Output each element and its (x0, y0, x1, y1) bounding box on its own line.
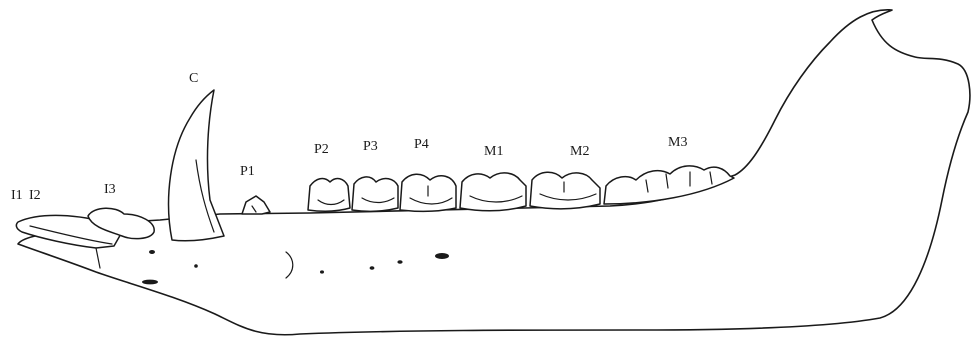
molar-m2 (530, 172, 600, 209)
label-m2: M2 (570, 144, 589, 159)
foramen-6 (397, 260, 402, 264)
foramen-2 (194, 264, 198, 268)
label-p2: P2 (314, 142, 329, 157)
foramen-1 (149, 250, 155, 254)
label-i2: I2 (29, 188, 41, 203)
label-m1: M1 (484, 144, 503, 159)
foramen-4 (320, 270, 324, 273)
label-c: C (189, 71, 198, 86)
foramen-5 (370, 266, 375, 270)
foramen-3 (142, 280, 158, 285)
molar-m1 (460, 173, 526, 211)
label-p1: P1 (240, 164, 255, 179)
premolar-p2 (308, 179, 350, 212)
foramen-7 (435, 253, 449, 259)
label-i3: I3 (104, 182, 116, 197)
label-p3: P3 (363, 139, 378, 154)
label-p4: P4 (414, 137, 429, 152)
mandible-outline (18, 10, 970, 335)
label-i1: I1 (11, 188, 23, 203)
label-m3: M3 (668, 135, 687, 150)
premolar-p3 (352, 177, 398, 211)
